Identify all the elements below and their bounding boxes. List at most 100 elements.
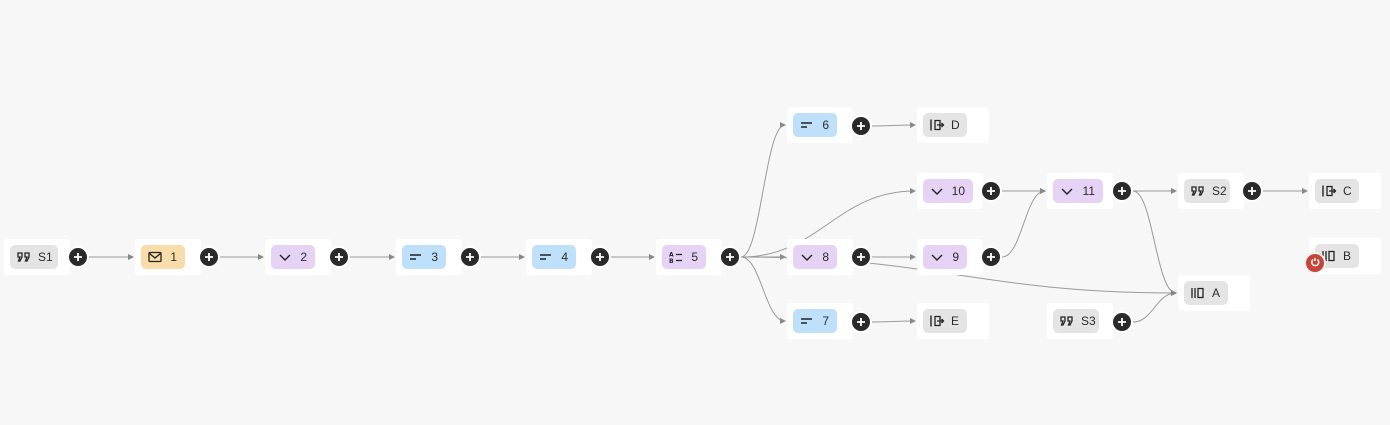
node-11-pill: 11 <box>1053 179 1103 203</box>
chevron-down-icon <box>1059 183 1075 199</box>
short-text-icon <box>799 313 815 329</box>
node-label: A <box>1212 286 1221 300</box>
node-s3[interactable]: S3 <box>1047 303 1113 339</box>
add-after-3-button[interactable] <box>459 246 481 268</box>
plus-icon <box>466 253 474 261</box>
node-d-pill: D <box>923 113 967 137</box>
plus-icon <box>987 253 995 261</box>
node-8[interactable]: 8 <box>787 239 853 275</box>
node-2[interactable]: 2 <box>265 239 331 275</box>
edge-n5-n6 <box>740 122 786 258</box>
node-4[interactable]: 4 <box>526 239 592 275</box>
add-after-10-button[interactable] <box>980 180 1002 202</box>
node-c[interactable]: C <box>1309 173 1381 209</box>
plus-icon <box>987 187 995 195</box>
node-1[interactable]: 1 <box>135 239 201 275</box>
add-after-2-button[interactable] <box>328 246 350 268</box>
node-label: 2 <box>300 250 307 264</box>
quote-icon <box>1190 183 1206 199</box>
node-a[interactable]: A <box>1178 275 1250 311</box>
node-label: D <box>951 118 960 132</box>
add-after-4-button[interactable] <box>589 246 611 268</box>
redirect-icon <box>929 117 945 133</box>
plus-icon <box>596 253 604 261</box>
plus-icon <box>74 253 82 261</box>
edge-s3-a <box>1132 290 1177 323</box>
add-after-s1-button[interactable] <box>67 246 89 268</box>
quote-icon <box>1059 313 1075 329</box>
node-s2[interactable]: S2 <box>1178 173 1244 209</box>
node-e-pill: E <box>923 309 967 333</box>
node-10-pill: 10 <box>923 179 973 203</box>
node-label: S1 <box>38 250 53 264</box>
add-after-5-button[interactable] <box>719 246 741 268</box>
broken-link-icon <box>1311 258 1320 267</box>
plus-icon <box>726 253 734 261</box>
node-6-pill: 6 <box>793 113 837 137</box>
add-after-7-button[interactable] <box>850 311 872 333</box>
error-badge[interactable] <box>1304 252 1326 274</box>
node-label: 3 <box>431 250 438 264</box>
node-6[interactable]: 6 <box>787 107 853 143</box>
node-label: 9 <box>952 250 959 264</box>
node-4-pill: 4 <box>532 245 576 269</box>
node-11[interactable]: 11 <box>1047 173 1113 209</box>
redirect-icon <box>1321 183 1337 199</box>
add-after-8-button[interactable] <box>850 246 872 268</box>
node-1-pill: 1 <box>141 245 185 269</box>
node-d[interactable]: D <box>917 107 989 143</box>
plus-icon <box>1118 318 1126 326</box>
node-7[interactable]: 7 <box>787 303 853 339</box>
node-label: 5 <box>691 250 698 264</box>
node-label: 10 <box>951 184 965 198</box>
node-c-pill: C <box>1315 179 1359 203</box>
plus-icon <box>857 318 865 326</box>
add-after-6-button[interactable] <box>850 115 872 137</box>
plus-icon <box>857 253 865 261</box>
short-text-icon <box>799 117 815 133</box>
node-a-pill: A <box>1184 281 1228 305</box>
add-after-9-button[interactable] <box>980 246 1002 268</box>
svg-text:B: B <box>669 258 674 265</box>
node-9[interactable]: 9 <box>917 239 983 275</box>
node-label: 4 <box>561 250 568 264</box>
node-7-pill: 7 <box>793 309 837 333</box>
plus-icon <box>1248 187 1256 195</box>
node-label: S2 <box>1212 184 1227 198</box>
node-3[interactable]: 3 <box>396 239 462 275</box>
node-label: 6 <box>822 118 829 132</box>
node-label: C <box>1343 184 1352 198</box>
node-2-pill: 2 <box>271 245 315 269</box>
plus-icon <box>335 253 343 261</box>
node-label: 7 <box>822 314 829 328</box>
node-9-pill: 9 <box>923 245 967 269</box>
svg-text:A: A <box>669 252 674 259</box>
node-s1[interactable]: S1 <box>4 239 70 275</box>
ending-icon <box>1190 285 1206 301</box>
redirect-icon <box>929 313 945 329</box>
edge-n5-n7 <box>740 256 786 324</box>
edge-n9-n11 <box>1001 188 1046 258</box>
node-s3-pill: S3 <box>1053 309 1099 333</box>
chevron-down-icon <box>277 249 293 265</box>
add-after-s2-button[interactable] <box>1241 180 1263 202</box>
node-e[interactable]: E <box>917 303 989 339</box>
add-after-s3-button[interactable] <box>1111 311 1133 333</box>
node-label: S3 <box>1081 314 1096 328</box>
chevron-down-icon <box>799 249 815 265</box>
add-after-11-button[interactable] <box>1111 180 1133 202</box>
edge-n7-e <box>871 318 916 325</box>
plus-icon <box>205 253 213 261</box>
add-after-1-button[interactable] <box>198 246 220 268</box>
node-label: E <box>951 314 960 328</box>
node-10[interactable]: 10 <box>917 173 983 209</box>
node-label: 1 <box>170 250 177 264</box>
edge-n5-n10 <box>740 188 916 258</box>
node-s2-pill: S2 <box>1184 179 1230 203</box>
edge-n6-d <box>871 122 916 129</box>
node-8-pill: 8 <box>793 245 837 269</box>
